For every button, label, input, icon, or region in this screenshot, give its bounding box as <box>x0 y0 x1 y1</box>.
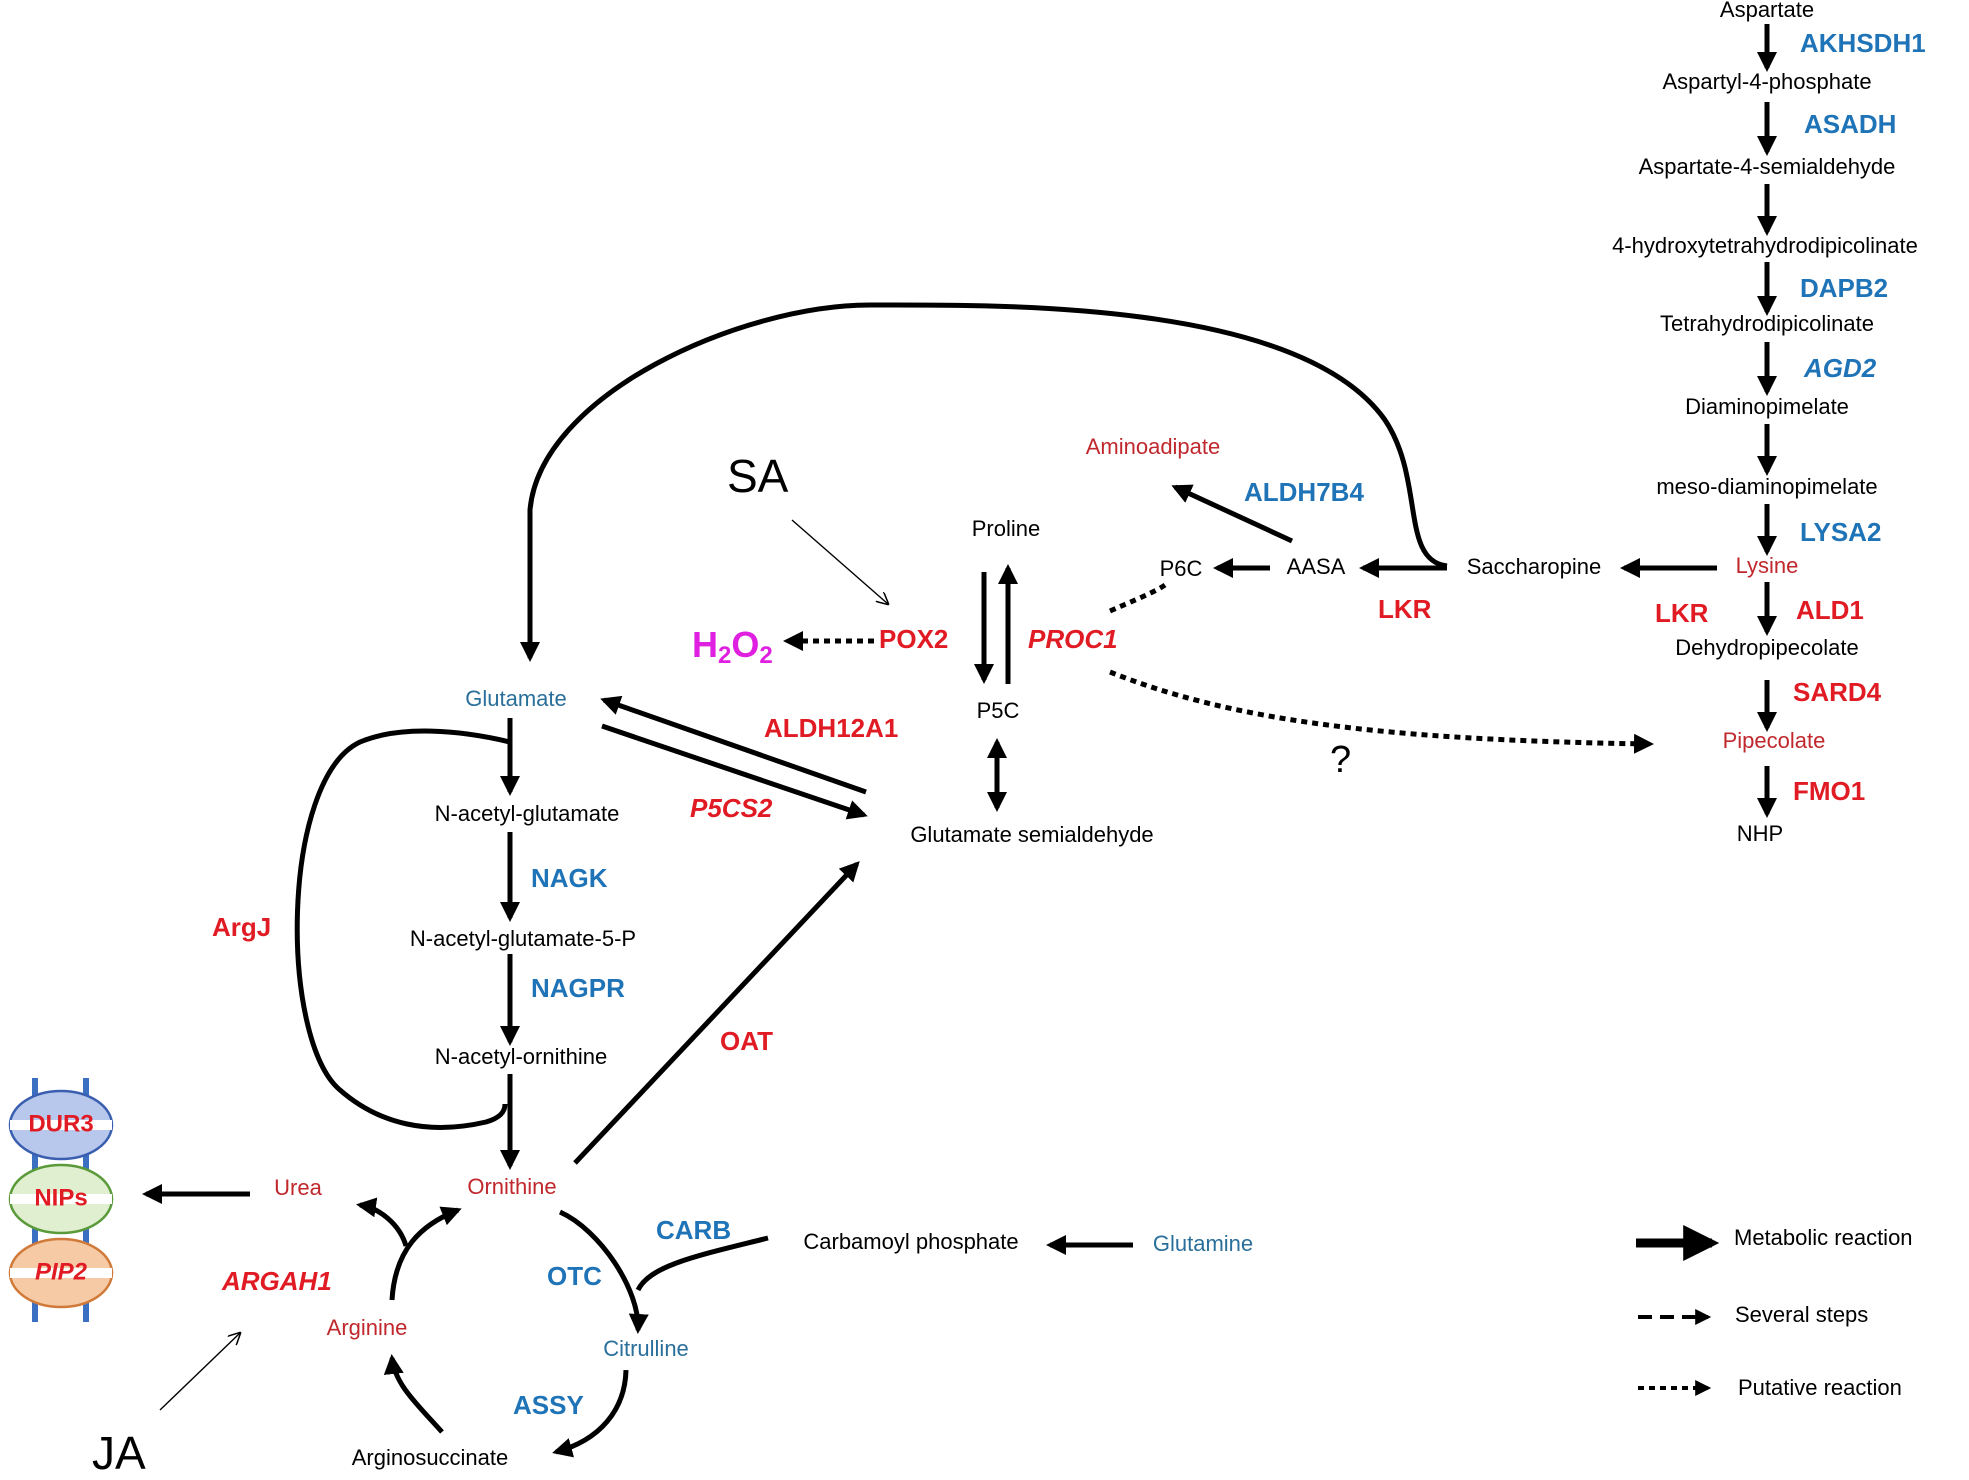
arginosuccinate-label: Arginosuccinate <box>352 1445 509 1470</box>
aldh7b4-label: ALDH7B4 <box>1244 477 1364 507</box>
proline-cycle <box>600 564 1018 820</box>
glutamate-semialdehyde-label: Glutamate semialdehyde <box>910 822 1153 847</box>
fmo1-label: FMO1 <box>1793 776 1865 806</box>
dehydropipecolate-label: Dehydropipecolate <box>1675 635 1858 660</box>
argj-label: ArgJ <box>212 912 271 942</box>
lysine-catabolism-labels: Saccharopine AASA P6C Aminoadipate ALDH7… <box>1086 434 1602 624</box>
arrow-sacch-glutamate <box>520 302 1448 662</box>
aspartyl-4-phosphate-label: Aspartyl-4-phosphate <box>1662 69 1871 94</box>
ja-label: JA <box>92 1427 146 1479</box>
lysine-pathway-labels: Aspartate Aspartyl-4-phosphate Aspartate… <box>1612 0 1926 846</box>
sard4-label: SARD4 <box>1793 677 1882 707</box>
ornithine-labels: Glutamate N-acetyl-glutamate N-acetyl-gl… <box>92 686 1253 1479</box>
arrow-sa-pox2 <box>791 519 888 604</box>
arrow-ja-argah1 <box>159 1333 240 1411</box>
arrow-orn-citrulline <box>558 1209 649 1334</box>
arrow-arginine-urea <box>356 1197 409 1247</box>
question-mark: ? <box>1330 739 1351 781</box>
n-acetyl-glutamate-label: N-acetyl-glutamate <box>435 801 620 826</box>
n-acetyl-ornithine-label: N-acetyl-ornithine <box>435 1044 607 1069</box>
glutamate-label: Glutamate <box>465 686 567 711</box>
p5cs2-label: P5CS2 <box>690 793 773 823</box>
n-acetyl-glutamate-5p-label: N-acetyl-glutamate-5-P <box>410 926 636 951</box>
pore-nips <box>10 1194 112 1204</box>
arrow-aasa-aminoadipate <box>1171 484 1294 544</box>
arrow-proc1-pipecolate <box>1109 669 1654 754</box>
pipecolate-label: Pipecolate <box>1723 728 1826 753</box>
proc1-label: PROC1 <box>1028 624 1118 654</box>
proline-label: Proline <box>972 516 1040 541</box>
glutamine-label: Glutamine <box>1153 1231 1253 1256</box>
arrow-orn-gsa <box>573 861 860 1165</box>
asadh-label: ASADH <box>1804 109 1896 139</box>
nagk-label: NAGK <box>531 863 608 893</box>
tetrahydrodipicolinate-label: Tetrahydrodipicolinate <box>1660 311 1874 336</box>
arrow-gsa-glu <box>600 695 867 795</box>
pore-pip2 <box>10 1268 112 1278</box>
lkr-right-label: LKR <box>1655 598 1709 628</box>
arrow-arginosuccinate-arginine <box>383 1354 444 1434</box>
lysine-catabolism <box>520 302 1717 662</box>
pip2-label: PIP2 <box>35 1258 88 1285</box>
legend: Metabolic reaction Several steps Putativ… <box>1636 1225 1913 1400</box>
legend-metabolic-label: Metabolic reaction <box>1734 1225 1913 1250</box>
ald1-label: ALD1 <box>1796 595 1864 625</box>
signal-arrows <box>159 519 888 1411</box>
nhp-label: NHP <box>1737 821 1783 846</box>
arrow-arginine-ornithine <box>389 1206 462 1301</box>
hydroxytetrahydrodipicolinate-label: 4-hydroxytetrahydrodipicolinate <box>1612 233 1918 258</box>
p5c-label: P5C <box>977 698 1020 723</box>
nagpr-label: NAGPR <box>531 973 625 1003</box>
putative-reactions <box>783 582 1654 754</box>
legend-putative-label: Putative reaction <box>1738 1375 1902 1400</box>
lysa2-label: LYSA2 <box>1800 517 1881 547</box>
dur3-label: DUR3 <box>28 1110 93 1137</box>
otc-label: OTC <box>547 1261 602 1291</box>
lysine-label: Lysine <box>1736 553 1799 578</box>
aspartate-label: Aspartate <box>1720 0 1814 22</box>
aldh12a1-label: ALDH12A1 <box>764 713 898 743</box>
legend-several-label: Several steps <box>1735 1302 1868 1327</box>
aspartate-4-semialdehyde-label: Aspartate-4-semialdehyde <box>1639 154 1896 179</box>
p6c-label: P6C <box>1160 556 1203 581</box>
argj-loop <box>294 728 513 1130</box>
ornithine-pathway <box>142 718 1133 1458</box>
urea-label: Urea <box>274 1175 322 1200</box>
argah1-label: ARGAH1 <box>221 1266 332 1296</box>
citrulline-label: Citrulline <box>603 1336 689 1361</box>
proline-labels: Proline P5C Glutamate semialdehyde PROC1… <box>690 450 1351 847</box>
agd2-label: AGD2 <box>1803 353 1877 383</box>
nips-label: NIPs <box>34 1184 87 1211</box>
ornithine-label: Ornithine <box>467 1174 556 1199</box>
aasa-label: AASA <box>1287 554 1346 579</box>
assy-label: ASSY <box>513 1390 584 1420</box>
oat-label: OAT <box>720 1026 773 1056</box>
pore-dur3 <box>10 1120 112 1130</box>
akhsdh1-label: AKHSDH1 <box>1800 28 1926 58</box>
dapb2-label: DAPB2 <box>1800 273 1888 303</box>
diaminopimelate-label: Diaminopimelate <box>1685 394 1849 419</box>
arrow-citrulline-arginosuccinate <box>552 1369 629 1458</box>
dotted-proc1-p6c <box>1108 582 1167 614</box>
meso-diaminopimelate-label: meso-diaminopimelate <box>1656 474 1877 499</box>
saccharopine-label: Saccharopine <box>1467 554 1602 579</box>
pox2-label: POX2 <box>879 624 948 654</box>
arrow-carbp-join <box>635 1235 769 1292</box>
lkr-mid-label: LKR <box>1378 594 1432 624</box>
sa-label: SA <box>727 450 789 502</box>
h2o2-label: H2O2 <box>692 624 773 670</box>
carb-label: CARB <box>656 1215 731 1245</box>
carbamoyl-phosphate-label: Carbamoyl phosphate <box>803 1229 1018 1254</box>
membrane-channels: DUR3 NIPs PIP2 <box>8 1078 114 1322</box>
arrow-glu-gsa <box>601 723 868 820</box>
arginine-label: Arginine <box>327 1315 408 1340</box>
aminoadipate-label: Aminoadipate <box>1086 434 1221 459</box>
